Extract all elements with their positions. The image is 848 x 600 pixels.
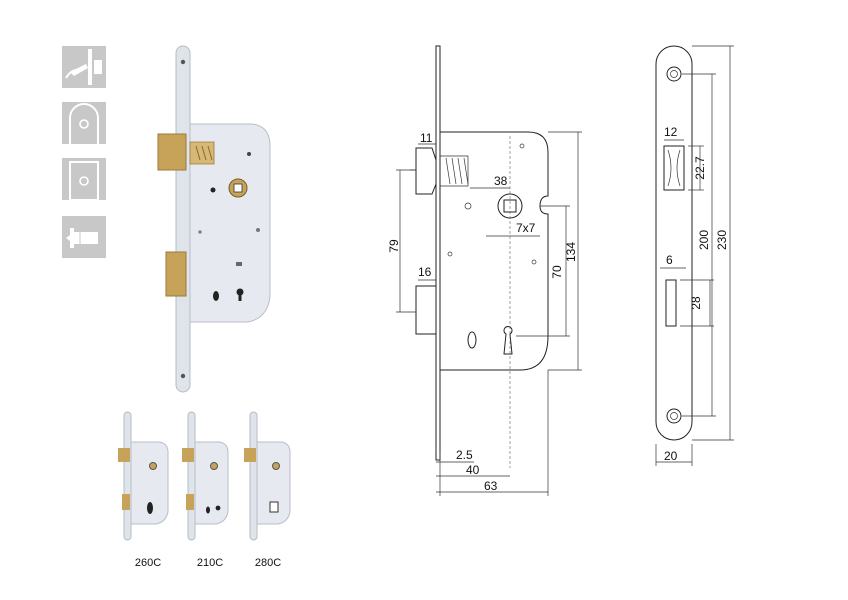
dim-bolt-opening-width: 6 xyxy=(666,253,673,267)
front-bolt-opening xyxy=(665,279,677,327)
front-latch-opening xyxy=(663,145,685,191)
feature-icons xyxy=(62,46,106,258)
front-screw-top xyxy=(666,66,682,82)
variant-thumbnails: 260C 210C 280C xyxy=(118,411,291,569)
lock-photo xyxy=(157,45,271,393)
square-plate-icon xyxy=(62,158,106,201)
front-screw-bottom xyxy=(666,408,682,424)
variant-label-280c: 280C xyxy=(255,557,281,569)
dead-bolt xyxy=(165,251,187,297)
dim-faceplate-width: 20 xyxy=(664,449,678,463)
side-dead-bolt xyxy=(415,285,437,335)
variant-260c xyxy=(118,411,169,541)
variant-280c xyxy=(244,411,291,541)
latch-bolt-icon xyxy=(62,216,106,258)
side-keyhole xyxy=(503,326,513,355)
dim-spindle-square: 7x7 xyxy=(516,221,536,235)
front-faceplate xyxy=(655,45,693,441)
dim-backset: 40 xyxy=(466,463,480,477)
variant-label-260c: 260C xyxy=(135,557,161,569)
dim-case-depth: 63 xyxy=(484,479,498,493)
dim-faceplate-length: 230 xyxy=(715,230,729,250)
side-latch-bolt xyxy=(415,147,437,195)
side-case-outline xyxy=(440,131,549,371)
dim-latch-to-follower: 79 xyxy=(387,239,401,253)
dim-screw-spacing: 200 xyxy=(697,230,711,250)
dim-follower-to-key: 70 xyxy=(550,265,564,279)
arched-plate-icon xyxy=(62,102,106,144)
dim-faceplate-thickness: 2.5 xyxy=(456,448,473,462)
dim-follower-spacing: 38 xyxy=(494,174,508,188)
dim-latch-width: 11 xyxy=(420,131,433,145)
front-view-drawing: 12 22.7 6 28 200 230 20 xyxy=(655,45,734,466)
door-handle-icon xyxy=(62,46,106,88)
side-key-slot xyxy=(467,331,477,349)
side-view-drawing: 11 38 7x7 79 16 70 134 2.5 40 63 xyxy=(387,45,582,496)
dim-bolt-opening-height: 28 xyxy=(689,296,703,310)
dim-case-height: 134 xyxy=(564,242,578,262)
variant-210c xyxy=(182,411,229,541)
latch-bolt xyxy=(157,133,187,171)
dim-latch-opening-width: 12 xyxy=(664,125,678,139)
dim-deadbolt-width: 16 xyxy=(418,265,432,279)
dim-latch-opening-height: 22.7 xyxy=(693,156,707,180)
variant-label-210c: 210C xyxy=(197,557,223,569)
lock-case xyxy=(189,123,271,323)
lock-faceplate xyxy=(175,45,191,393)
side-faceplate xyxy=(435,45,441,461)
